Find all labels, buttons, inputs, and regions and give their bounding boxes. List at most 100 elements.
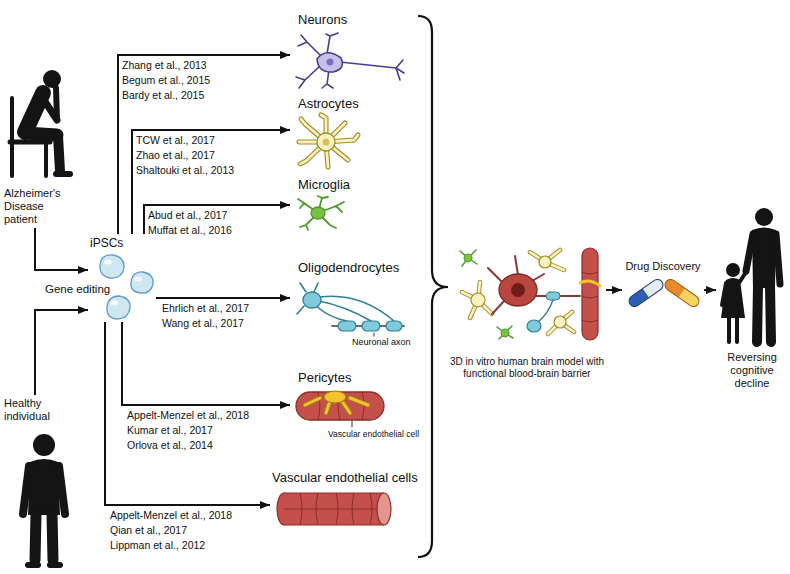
flow-arrow xyxy=(35,228,88,270)
cell-type: Microglia xyxy=(290,175,410,232)
ipsc-cells xyxy=(104,260,112,265)
endothelial-tube-illustration xyxy=(284,493,384,525)
ipsc-cells xyxy=(107,296,130,319)
flow-arrow xyxy=(118,55,290,234)
citation-holder: Qian et al., 2017 xyxy=(110,524,187,537)
neuron-illustration xyxy=(296,33,404,88)
citation-holder: Ehrlich et al., 2017 xyxy=(162,302,249,315)
patient-silhouette xyxy=(56,88,57,120)
oligodendrocyte-illustration xyxy=(303,292,321,308)
node-label: Healthy individual xyxy=(4,397,70,423)
parent-child-silhouette xyxy=(776,234,780,284)
citation: Zhang et al., 2013 xyxy=(122,59,207,72)
bracket xyxy=(418,16,448,557)
pericyte-illustration xyxy=(324,391,346,403)
endothelial-tube-illustration xyxy=(284,493,384,525)
brain-model-illustration xyxy=(488,256,580,314)
pill-icons xyxy=(627,277,665,308)
cell-type: Vascular endothelial cells xyxy=(270,468,422,535)
parent-child-silhouette xyxy=(770,286,771,342)
microglia-illustration xyxy=(311,207,325,219)
parent-child-silhouette xyxy=(735,316,739,342)
oligodendrocyte-illustration xyxy=(338,321,356,331)
cell-type: Astrocytes xyxy=(290,94,410,172)
parent-child-silhouette xyxy=(746,234,753,271)
healthy-silhouette xyxy=(59,466,65,514)
neuron-illustration xyxy=(317,53,342,72)
oligodendrocyte-illustration xyxy=(362,321,380,331)
citation: Kumar et al., 2017 xyxy=(127,424,213,437)
citation-holder: Zhang et al., 2013 xyxy=(122,59,207,72)
flow-arrow xyxy=(122,322,290,405)
citation: Abud et al., 2017 xyxy=(148,209,227,222)
healthy-silhouette xyxy=(23,434,65,565)
patient-silhouette xyxy=(25,133,57,135)
flow-arrow xyxy=(35,310,88,395)
citation-holder: Zhao et al., 2017 xyxy=(136,149,215,162)
microglia-illustration xyxy=(298,196,344,230)
outcome-figure: Reversing cognitive decline xyxy=(716,200,788,392)
citation: Begum et al., 2015 xyxy=(122,74,210,87)
brain-model-illustration xyxy=(539,256,551,268)
healthy-silhouette xyxy=(35,514,36,560)
pericyte-illustration xyxy=(318,392,364,420)
patient-silhouette xyxy=(56,171,70,177)
citation-holder: Appelt-Menzel et al., 2018 xyxy=(127,409,249,422)
ipsc-cells xyxy=(131,272,153,293)
citation: Appelt-Menzel et al., 2018 xyxy=(127,409,249,422)
oligodendrocyte-illustration xyxy=(386,321,402,331)
parent-child-silhouette xyxy=(721,278,745,318)
patient-silhouette xyxy=(44,142,48,176)
brain-model-illustration xyxy=(538,300,553,322)
node-label: Reversing cognitive decline xyxy=(717,351,787,390)
oligodendrocyte-illustration xyxy=(297,283,404,336)
astrocyte-illustration xyxy=(299,115,358,167)
part-label: Vascular endothelial cell xyxy=(328,429,419,439)
oligodendrocyte-illustration xyxy=(297,283,394,321)
brain-model-illustration xyxy=(460,248,600,340)
citation-holder: Lippman et al., 2012 xyxy=(110,539,205,552)
citation: Shaltouki et al., 2013 xyxy=(136,164,234,177)
patient-figure: Alzheimer's Disease patient xyxy=(2,55,72,228)
node-label: iPSCs xyxy=(90,236,154,250)
node-label: 3D in vitro human brain model with funct… xyxy=(450,356,604,380)
brain-model-illustration xyxy=(501,329,509,337)
citation-holder: Shaltouki et al., 2013 xyxy=(136,164,234,177)
brain-model-illustration xyxy=(527,320,541,332)
parent-child-silhouette xyxy=(757,286,758,342)
neuron-illustration xyxy=(327,59,334,66)
bracket xyxy=(418,16,448,557)
ipsc-cells xyxy=(100,255,124,278)
parent-child-silhouette xyxy=(721,208,780,342)
brain-model-illustration xyxy=(464,254,472,262)
brain-model-illustration xyxy=(462,250,574,334)
citation: TCW et al., 2017 xyxy=(136,134,215,147)
brain-model-illustration xyxy=(499,274,537,306)
patient-silhouette xyxy=(10,98,14,176)
parent-child-silhouette xyxy=(727,316,731,342)
ipsc-cells xyxy=(134,277,142,282)
citation-holder: Appelt-Menzel et al., 2018 xyxy=(110,509,232,522)
pericyte-illustration xyxy=(352,421,353,427)
citation: Wang et al., 2017 xyxy=(162,317,244,330)
endothelial-tube-illustration xyxy=(277,493,391,525)
flow-arrow xyxy=(105,322,270,505)
healthy-silhouette xyxy=(52,514,53,560)
node-label: Pericytes xyxy=(298,370,402,385)
healthy-silhouette xyxy=(50,562,60,568)
node-label: Vascular endothelial cells xyxy=(272,470,420,485)
healthy-silhouette xyxy=(33,434,55,456)
node-label: Neurons xyxy=(298,12,402,27)
neuron-illustration xyxy=(296,33,404,88)
cell-type: Oligodendrocytes xyxy=(290,258,410,350)
citation-holder: Abud et al., 2017 xyxy=(148,209,227,222)
node-label: Microglia xyxy=(298,177,402,192)
citation: Muffat et al., 2016 xyxy=(148,224,232,237)
citation: Lippman et al., 2012 xyxy=(110,539,205,552)
node-label: Astrocytes xyxy=(298,96,402,111)
brain-model-illustration xyxy=(582,272,598,322)
brain-model-illustration xyxy=(546,292,560,300)
brain-model-illustration xyxy=(511,283,525,297)
part-label: Neuronal axon xyxy=(352,337,411,348)
astrocyte-illustration xyxy=(317,133,335,151)
